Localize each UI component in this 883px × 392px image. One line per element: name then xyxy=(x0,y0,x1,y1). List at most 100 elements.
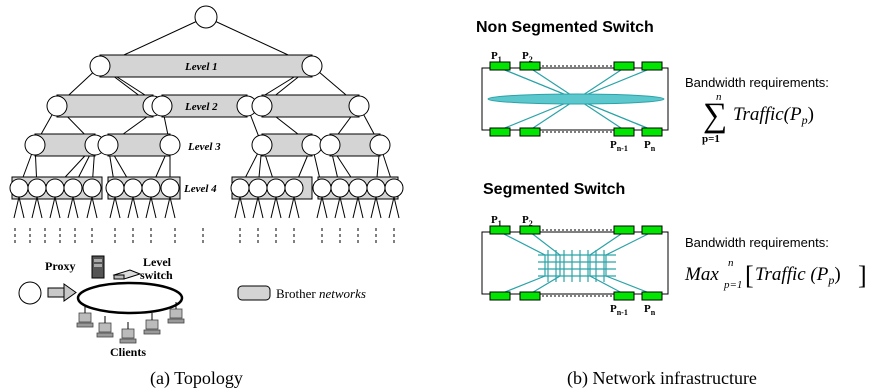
tree-node xyxy=(251,134,273,156)
tree-node xyxy=(105,178,125,198)
leaf-link xyxy=(54,196,61,219)
leaf-link xyxy=(127,196,134,219)
leaf-link xyxy=(67,196,74,219)
port xyxy=(641,225,663,235)
tree-node xyxy=(301,134,323,156)
seg-link xyxy=(589,231,625,295)
port-p1 xyxy=(489,61,511,71)
client-base xyxy=(119,338,137,344)
proxy-label: Proxy xyxy=(45,259,75,273)
level-switch-label-1: Level xyxy=(143,255,172,269)
level-3-label: Level 3 xyxy=(187,141,221,153)
seg-link xyxy=(529,231,561,295)
leaf-link xyxy=(352,196,359,219)
formula2-prefix: Max xyxy=(684,264,719,285)
non-segmented-switch: Non Segmented Switch P1 P2 Pn-1 Pn B xyxy=(476,19,829,153)
tree-node xyxy=(97,134,119,156)
sum-sign: ∑ xyxy=(703,97,727,134)
port-pn xyxy=(641,127,663,137)
port-p2 xyxy=(519,61,541,71)
tree-node xyxy=(141,178,161,198)
leaf-link xyxy=(109,196,116,219)
port xyxy=(489,127,511,137)
client-base xyxy=(96,332,114,338)
max-upper: n xyxy=(728,257,734,269)
formula1-body: Traffic(Pp) xyxy=(733,104,814,127)
band-level-2 xyxy=(261,94,360,118)
bracket-right: ] xyxy=(858,261,867,290)
port xyxy=(519,127,541,137)
tree-node xyxy=(366,178,386,198)
tree-node xyxy=(9,178,29,198)
formula2-body: Traffic (Pp) xyxy=(755,264,841,287)
max-lower: p=1 xyxy=(723,279,742,291)
leaf-link xyxy=(239,196,246,219)
level-1-label: Level 1 xyxy=(184,61,218,73)
leaf-link xyxy=(150,196,157,219)
leaf-link xyxy=(357,196,364,219)
port-label-p2: P2 xyxy=(522,50,533,64)
tree-node xyxy=(319,134,341,156)
clients-label: Clients xyxy=(110,345,146,359)
port-label-p1: P1 xyxy=(491,214,502,228)
leaf-link xyxy=(393,196,400,219)
tree-node xyxy=(159,134,181,156)
port-pn xyxy=(641,291,663,301)
port-pn-1 xyxy=(613,127,635,137)
leaf-link xyxy=(375,196,382,219)
port xyxy=(641,61,663,71)
client-computer-icon xyxy=(98,322,112,333)
tree-node xyxy=(151,95,173,117)
tree-node xyxy=(160,178,180,198)
legend-swatch xyxy=(237,285,271,301)
tree-node xyxy=(24,134,46,156)
port-pn-1 xyxy=(613,291,635,301)
port-label-pn: Pn xyxy=(644,303,656,317)
client-computer-icon xyxy=(145,319,159,330)
sum-upper: n xyxy=(716,91,722,103)
segmented-switch: Segmented Switch P1 P2 Pn-1 Pn Bandwidth… xyxy=(481,181,867,317)
switch-box xyxy=(481,231,669,295)
leaf-link xyxy=(145,196,152,219)
segmented-links xyxy=(499,231,653,295)
leaf-link xyxy=(234,196,241,219)
shared-bus xyxy=(487,93,665,105)
port-label-p2: P2 xyxy=(522,214,533,228)
tree-node xyxy=(248,178,268,198)
legend-label: Brother networks xyxy=(276,286,366,301)
leaf-link xyxy=(370,196,377,219)
leaf-link xyxy=(49,196,56,219)
port-p1 xyxy=(489,225,511,235)
seg-link xyxy=(605,231,653,295)
client-base xyxy=(76,322,94,328)
cluster-ring xyxy=(76,281,184,315)
bandwidth-label-2: Bandwidth requirements: xyxy=(685,235,829,250)
tree-node-root xyxy=(194,5,218,29)
ports xyxy=(489,61,663,137)
client-base xyxy=(143,329,161,335)
port-label-p1: P1 xyxy=(491,50,502,64)
band-level-2 xyxy=(56,94,154,118)
leaf-link xyxy=(18,196,25,219)
tree-node xyxy=(266,178,286,198)
client-base xyxy=(167,318,185,324)
leaf-link xyxy=(334,196,341,219)
tree-node xyxy=(63,178,83,198)
leaf-link xyxy=(321,196,328,219)
leaf-link xyxy=(275,196,282,219)
client-computer-icon xyxy=(121,328,135,339)
leaf-link xyxy=(132,196,139,219)
tree-node xyxy=(284,178,304,198)
tree-node xyxy=(301,55,323,77)
caption-infrastructure: (b) Network infrastructure xyxy=(567,368,757,389)
tree-node xyxy=(251,95,273,117)
port xyxy=(489,291,511,301)
tree-node xyxy=(123,178,143,198)
port-label-pn-1: Pn-1 xyxy=(610,139,628,153)
tree-node xyxy=(89,55,111,77)
tree-node xyxy=(369,134,391,156)
leaf-link xyxy=(86,196,93,219)
switch-icon xyxy=(112,269,142,280)
